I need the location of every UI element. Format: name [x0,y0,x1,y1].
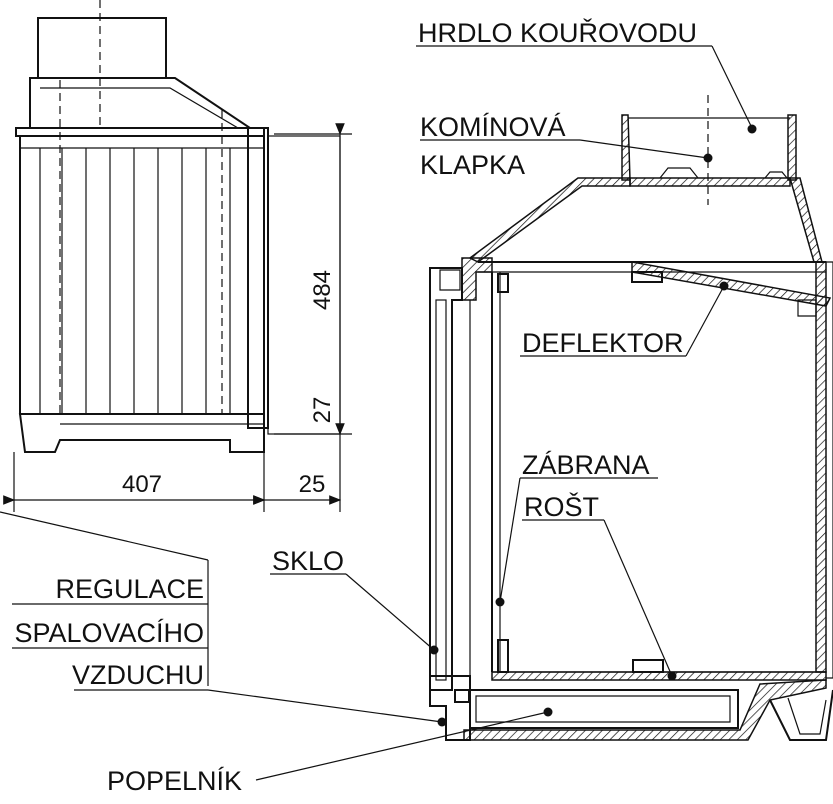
label-popelnik: POPELNÍK [107,766,242,796]
side-view [15,0,341,453]
label-hrdlo-kourovodu: HRDLO KOUŘOVODU [418,17,697,48]
label-vzduchu: VZDUCHU [72,660,204,690]
label-rost: ROŠT [524,491,599,522]
section-view [429,95,833,741]
label-sklo: SKLO [272,546,344,576]
labels: HRDLO KOUŘOVODU KOMÍNOVÁ KLAPKA DEFLEKTO… [14,17,697,796]
leader-lines [0,45,753,781]
dim-base: 27 [309,397,336,424]
dim-height: 484 [309,270,336,310]
label-kominova: KOMÍNOVÁ [420,112,566,142]
label-regulace: REGULACE [55,574,204,604]
label-deflektor: DEFLEKTOR [522,328,684,358]
dimension-lines: 484 27 407 25 [3,123,352,512]
leader-dots [429,124,757,727]
dim-width: 407 [122,471,162,498]
label-zabrana: ZÁBRANA [522,450,650,480]
label-spalovaciho: SPALOVACÍHO [14,618,204,648]
label-klapka: KLAPKA [420,150,525,180]
dim-depth-front: 25 [299,471,326,498]
